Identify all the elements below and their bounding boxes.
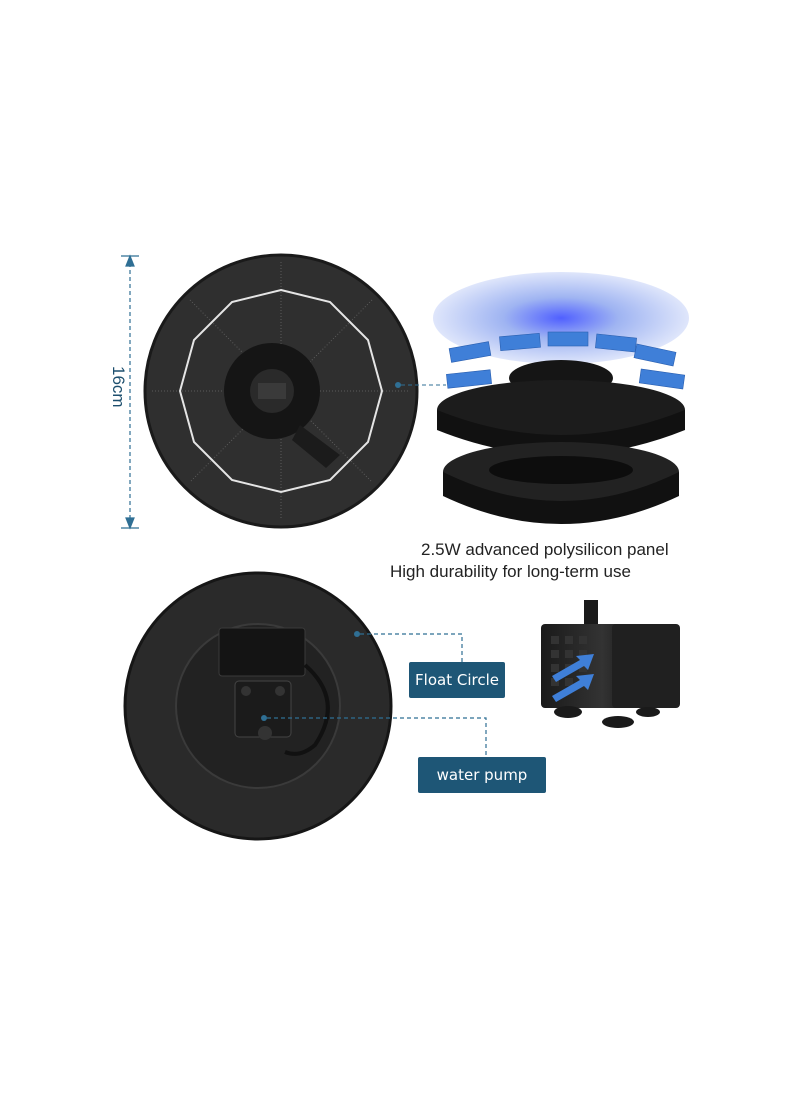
float-circle-label: Float Circle	[409, 662, 505, 698]
caption-line-2: High durability for long-term use	[390, 562, 631, 581]
callout-lines	[267, 633, 487, 757]
water-pump-image	[541, 600, 680, 728]
exploded-panel-view	[433, 272, 689, 524]
water-pump-label: water pump	[418, 757, 546, 793]
panel-bottom-view	[123, 571, 393, 841]
dimension-line	[121, 254, 139, 530]
solar-panel-top-view	[143, 253, 446, 529]
caption-line-1: 2.5W advanced polysilicon panel	[421, 540, 669, 559]
dimension-label: 16cm	[109, 366, 128, 408]
